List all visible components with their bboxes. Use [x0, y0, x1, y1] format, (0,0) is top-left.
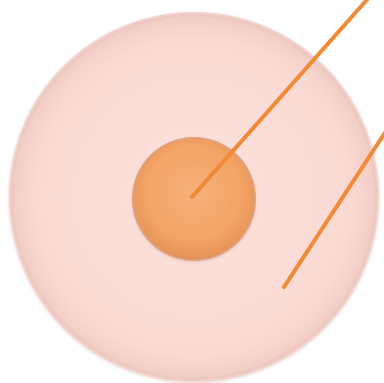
- inner-nucleus-circle: [133, 138, 255, 260]
